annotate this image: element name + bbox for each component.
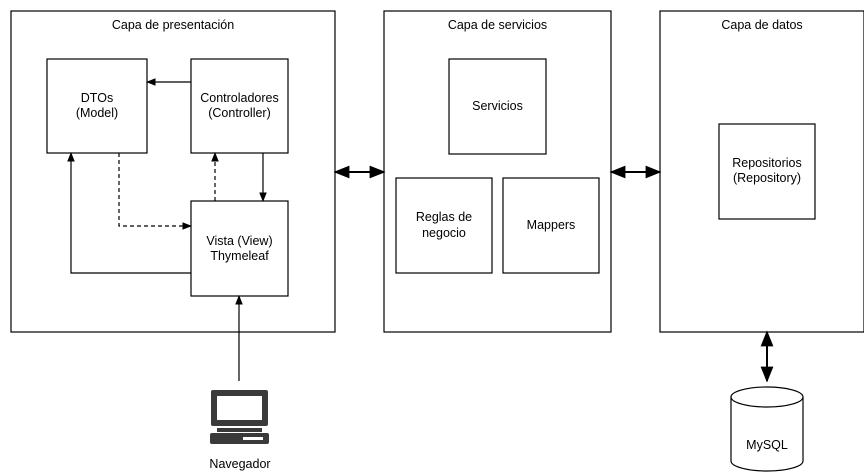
dtos-box bbox=[46, 58, 148, 154]
dtos-label-line2: (Model) bbox=[75, 106, 119, 120]
dtos-label-line1: DTOs bbox=[80, 91, 114, 105]
controllers-label-line1: Controladores bbox=[200, 91, 279, 105]
dtos-to-view-dashed-arrow bbox=[118, 153, 192, 230]
view-label-line2: Thymeleaf bbox=[210, 249, 269, 263]
mysql-label: MySQL bbox=[746, 438, 788, 452]
controllers-label-line2: (Controller) bbox=[208, 106, 271, 120]
services-box bbox=[448, 58, 547, 155]
browser-label: Navegador bbox=[209, 457, 271, 471]
repositories-label-line2: (Repository) bbox=[732, 171, 802, 185]
database-cylinder-icon bbox=[730, 386, 804, 472]
data-layer-title: Capa de datos bbox=[721, 18, 803, 32]
business-rules-label-line2: negocio bbox=[422, 226, 466, 240]
controllers-box bbox=[190, 58, 289, 154]
business-rules-label-line1: Reglas de bbox=[415, 210, 473, 224]
business-rules-box bbox=[395, 177, 493, 274]
mappers-label: Mappers bbox=[526, 218, 576, 232]
services-label: Servicios bbox=[472, 99, 523, 113]
presentation-layer-title: Capa de presentación bbox=[111, 18, 235, 32]
view-label-line1: Vista (View) bbox=[206, 234, 273, 248]
view-box bbox=[190, 200, 289, 297]
repositories-box bbox=[718, 123, 816, 220]
services-layer-title: Capa de servicios bbox=[447, 18, 548, 32]
mappers-box bbox=[502, 177, 600, 274]
view-to-dtos-arrow bbox=[67, 152, 191, 274]
computer-icon bbox=[210, 390, 269, 444]
repositories-label-line1: Repositorios bbox=[732, 156, 802, 170]
